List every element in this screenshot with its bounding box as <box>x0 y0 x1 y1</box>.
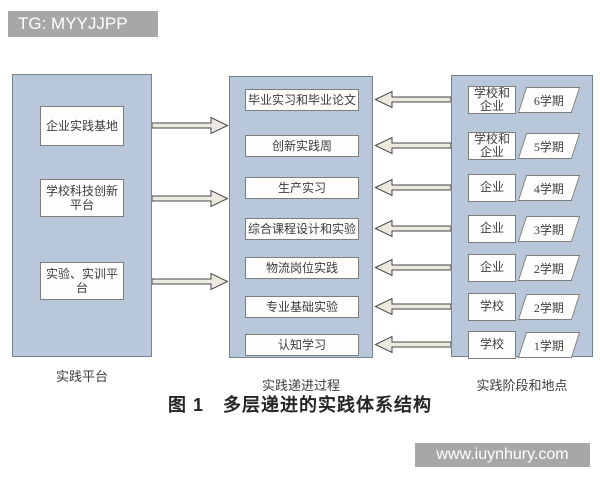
platform-item: 学校科技创新平台 <box>40 179 124 217</box>
stage-row: 企业 3学期 <box>452 215 594 243</box>
platform-item: 实验、实训平台 <box>40 262 124 300</box>
term-label: 5学期 <box>533 139 564 154</box>
place-box: 企业 <box>468 215 516 243</box>
figure-caption: 图 1 多层递进的实践体系结构 <box>167 395 432 415</box>
column-label-platform: 实践平台 <box>55 369 109 384</box>
term-parallelogram: 6学期 <box>517 87 581 113</box>
place-box: 学校 <box>468 331 516 359</box>
block-arrow-left-icon <box>374 177 451 197</box>
column-label-stage: 实践阶段和地点 <box>476 378 568 393</box>
block-arrow-left-icon <box>374 218 451 238</box>
stage-panel: 学校和企业 6学期 学校和企业 5学期 企业 4学期 企业 3学期 企业 2学期… <box>451 75 594 359</box>
place-box: 企业 <box>468 174 516 202</box>
process-item: 专业基础实验 <box>245 296 359 318</box>
platform-item: 企业实践基地 <box>40 106 124 146</box>
process-item: 物流岗位实践 <box>245 257 359 279</box>
stage-row: 企业 4学期 <box>452 174 594 202</box>
stage-row: 学校 1学期 <box>452 331 594 359</box>
process-item: 生产实习 <box>245 177 359 199</box>
term-label: 4学期 <box>533 181 564 196</box>
stage-row: 学校和企业 6学期 <box>452 86 594 114</box>
stage-row: 学校 2学期 <box>452 293 594 321</box>
process-item: 创新实践周 <box>245 135 359 157</box>
process-item: 认知学习 <box>245 334 359 356</box>
term-parallelogram: 2学期 <box>517 255 581 281</box>
process-panel: 毕业实习和毕业论文 创新实践周 生产实习 综合课程设计和实验 物流岗位实践 专业… <box>229 76 373 358</box>
term-parallelogram: 2学期 <box>517 294 581 320</box>
block-arrow-left-icon <box>374 89 451 109</box>
term-label: 6学期 <box>533 93 564 108</box>
place-box: 企业 <box>468 254 516 282</box>
place-box: 学校和企业 <box>468 132 516 160</box>
watermark-bottom: www.iuynhury.com <box>415 443 590 467</box>
block-arrow-left-icon <box>374 334 451 354</box>
place-box: 学校和企业 <box>468 86 516 114</box>
block-arrow-right-icon <box>152 271 229 291</box>
term-label: 2学期 <box>533 300 564 315</box>
term-parallelogram: 3学期 <box>517 216 581 242</box>
platform-panel: 企业实践基地 学校科技创新平台 实验、实训平台 <box>12 74 152 357</box>
process-item: 毕业实习和毕业论文 <box>245 89 359 111</box>
column-label-process: 实践递进过程 <box>261 378 341 393</box>
term-label: 1学期 <box>533 338 564 353</box>
block-arrow-right-icon <box>152 188 229 208</box>
block-arrow-left-icon <box>374 257 451 277</box>
term-label: 2学期 <box>533 261 564 276</box>
term-parallelogram: 4学期 <box>517 175 581 201</box>
block-arrow-left-icon <box>374 296 451 316</box>
term-label: 3学期 <box>533 222 564 237</box>
watermark-top: TG: MYYJJPP <box>8 11 158 37</box>
process-item: 综合课程设计和实验 <box>245 218 359 240</box>
place-box: 学校 <box>468 293 516 321</box>
block-arrow-left-icon <box>374 135 451 155</box>
stage-row: 学校和企业 5学期 <box>452 132 594 160</box>
block-arrow-right-icon <box>152 115 229 135</box>
term-parallelogram: 5学期 <box>517 133 581 159</box>
stage-row: 企业 2学期 <box>452 254 594 282</box>
term-parallelogram: 1学期 <box>517 332 581 358</box>
